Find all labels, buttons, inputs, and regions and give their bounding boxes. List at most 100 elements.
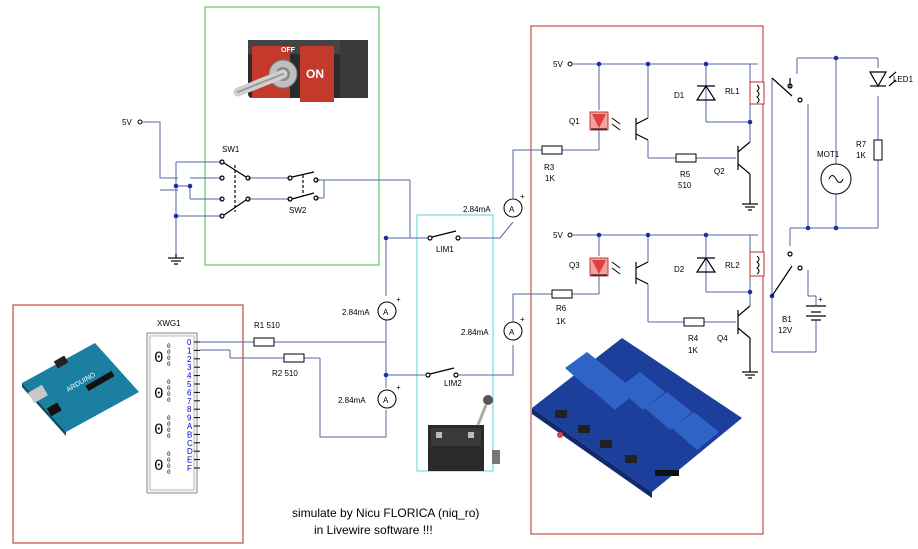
word-generator-bit: 0: [167, 361, 171, 368]
q3-led: [589, 257, 621, 277]
credit-line-1: simulate by Nicu FLORICA (niq_ro): [292, 506, 479, 520]
ammeter-3-plus: +: [520, 192, 525, 201]
motor: [820, 163, 852, 195]
word-generator-pin-label: 5: [187, 380, 192, 389]
lim2-label: LIM2: [444, 379, 462, 388]
rl1-label: RL1: [725, 87, 740, 96]
r1-label: R1 510: [254, 321, 280, 330]
word-generator-pin-label: F: [187, 464, 192, 473]
word-generator-bit: 0: [167, 349, 171, 356]
ammeter-4-plus: +: [520, 315, 525, 324]
word-generator-bit: 0: [167, 343, 171, 350]
ammeter-4: A + 2.84mA: [461, 315, 525, 341]
ammeter-3: A + 2.84mA: [463, 192, 525, 218]
word-generator-bit: 0: [167, 415, 171, 422]
word-generator-pin-label: B: [187, 430, 192, 439]
ammeter-4-symbol: A: [509, 328, 515, 337]
rl1-coil: [749, 81, 765, 105]
ammeter-2: A + 2.84mA: [338, 383, 401, 409]
sw1-switch: [219, 159, 251, 219]
word-generator-bit: 0: [167, 391, 171, 398]
word-generator-pin-label: E: [187, 456, 192, 465]
d2-diode: [695, 256, 717, 273]
relay-module-photo: [532, 338, 742, 498]
q2-transistor: [737, 141, 751, 175]
limit-switch-photo: [428, 395, 500, 471]
r5-value: 510: [678, 181, 692, 190]
5v-top-label: 5V: [553, 60, 563, 69]
sw2-switch: [287, 171, 319, 202]
word-generator-pin-label: 4: [187, 372, 192, 381]
word-generator-bit: 0: [167, 451, 171, 458]
switch-box: [204, 6, 380, 266]
q4-label: Q4: [717, 334, 728, 343]
q2-label: Q2: [714, 167, 725, 176]
d1-diode: [695, 84, 717, 101]
toggle-switch-photo: OFF ON: [233, 40, 368, 102]
word-generator-digit: 0: [154, 421, 164, 439]
word-generator-pin-label: 9: [187, 414, 192, 423]
r4-label: R4: [688, 334, 699, 343]
d2-label: D2: [674, 265, 685, 274]
word-generator-digit: 0: [154, 349, 164, 367]
word-generator-bit: 0: [167, 379, 171, 386]
rl2-coil: [749, 251, 765, 277]
ammeter-2-plus: +: [396, 383, 401, 392]
ammeter-2-value: 2.84mA: [338, 396, 366, 405]
r5-label: R5: [680, 170, 691, 179]
lim1-switch: [427, 230, 461, 241]
r4-value: 1K: [688, 346, 698, 355]
word-generator-pin-label: D: [187, 447, 193, 456]
word-generator-bit: 0: [167, 355, 171, 362]
r7-label: R7: [856, 140, 867, 149]
r7-value: 1K: [856, 151, 866, 160]
lim1-label: LIM1: [436, 245, 454, 254]
relay-box: [530, 25, 764, 535]
q3-label: Q3: [569, 261, 580, 270]
word-generator-bit: 0: [167, 397, 171, 404]
r5-resistor: [675, 153, 697, 163]
word-generator-pin-label: 2: [187, 355, 192, 364]
word-generator-bit: 0: [167, 427, 171, 434]
ammeter-1-value: 2.84mA: [342, 308, 370, 317]
sw1-label: SW1: [222, 145, 240, 154]
word-generator-pin-label: 3: [187, 363, 192, 372]
battery-b1: [806, 305, 826, 321]
xwg1-label: XWG1: [157, 319, 181, 328]
rl2-label: RL2: [725, 261, 740, 270]
word-generator-digit: 0: [154, 385, 164, 403]
word-generator-bit: 0: [167, 421, 171, 428]
r4-resistor: [683, 317, 705, 327]
q1-led: [589, 111, 621, 131]
rl1-contact: [771, 77, 803, 103]
led1-label: LED1: [893, 75, 914, 84]
ammeter-3-symbol: A: [509, 205, 515, 214]
arduino-board-photo: ARDUINO: [22, 343, 139, 436]
r7-resistor: [873, 139, 883, 161]
ammeter-2-symbol: A: [383, 396, 389, 405]
phototransistor-1: [635, 117, 649, 141]
toggle-on-text: ON: [306, 67, 324, 81]
word-generator-pin-label: 1: [187, 346, 192, 355]
d1-label: D1: [674, 91, 685, 100]
mot1-label: MOT1: [817, 150, 840, 159]
r2-label: R2 510: [272, 369, 298, 378]
ammeter-1: A + 2.84mA: [342, 295, 401, 321]
r6-value: 1K: [556, 317, 566, 326]
sw2-label: SW2: [289, 206, 307, 215]
5v-mid-label: 5V: [553, 231, 563, 240]
b1-label: B1: [782, 315, 792, 324]
toggle-off-text: OFF: [281, 47, 296, 54]
ammeter-1-plus: +: [396, 295, 401, 304]
ammeter-1-symbol: A: [383, 308, 389, 317]
word-generator-bit: 0: [167, 463, 171, 470]
5v-left-label: 5V: [122, 118, 132, 127]
r6-resistor: [551, 289, 573, 299]
word-generator-pin-label: C: [187, 439, 193, 448]
r2-resistor: [283, 353, 305, 363]
word-generator-pin-label: 0: [187, 338, 192, 347]
word-generator-digit: 0: [154, 457, 164, 475]
r1-resistor: [253, 337, 275, 347]
